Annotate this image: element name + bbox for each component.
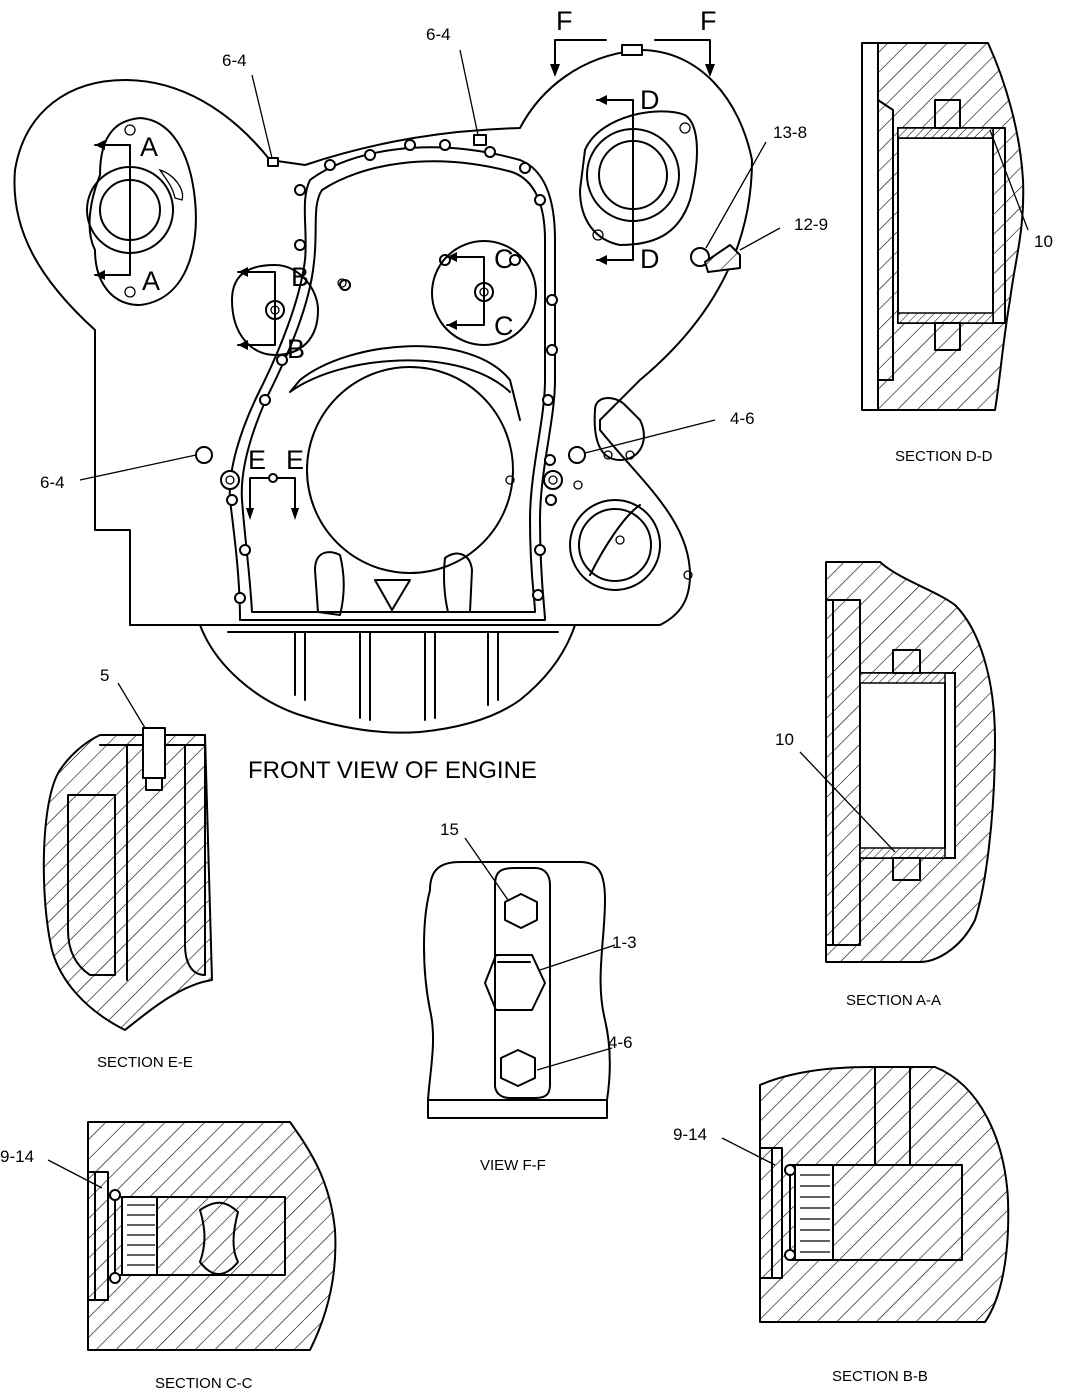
- front-right-pad: [593, 397, 645, 461]
- ff-bolt-4-6: [500, 1049, 536, 1087]
- front-crank-arc: [289, 345, 521, 421]
- section-letter-a1: A: [140, 132, 158, 162]
- front-crank-bore: [306, 366, 514, 574]
- front-right-dowel: [543, 470, 563, 490]
- section-letter-b1: B: [291, 262, 309, 292]
- section-letter-d1: D: [640, 85, 660, 115]
- front-bore-c: [431, 240, 537, 346]
- front-housing-outline: [13, 49, 753, 626]
- section-line-e: [246, 473, 299, 520]
- ff-callout-4-6: 4-6: [608, 1033, 633, 1052]
- bb-bore: [789, 1164, 963, 1261]
- section-letter-d2: D: [640, 244, 660, 274]
- section-letter-e2: E: [286, 445, 304, 475]
- front-recess-center: [374, 579, 411, 611]
- section-ee: 5 SECTION E-E: [42, 666, 213, 1071]
- cc-callout-9-14: 9-14: [0, 1147, 34, 1166]
- front-cover-gasket: [228, 146, 556, 621]
- front-pan-flange: [227, 624, 559, 633]
- section-dd-label: SECTION D-D: [895, 448, 993, 465]
- aa-bore: [859, 672, 956, 859]
- section-aa-label: SECTION A-A: [846, 992, 941, 1009]
- section-letter-c2: C: [494, 311, 514, 341]
- callout-6-4-top-left: 6-4: [222, 51, 247, 70]
- section-letter-f1: F: [556, 6, 573, 36]
- cc-bore: [114, 1196, 286, 1276]
- cc-housing: [87, 1121, 337, 1351]
- section-ee-label: SECTION E-E: [97, 1054, 193, 1071]
- callout-6-4-top-mid: 6-4: [426, 25, 451, 44]
- front-fitting-12-9: [704, 244, 741, 273]
- section-line-f: [550, 39, 715, 77]
- section-line-b: [237, 267, 276, 350]
- section-line-c: [446, 252, 485, 330]
- section-letter-a2: A: [142, 266, 160, 296]
- front-pan-ribs: [294, 631, 499, 721]
- view-ff: 15 1-3 4-6 VIEW F-F: [423, 820, 637, 1174]
- view-ff-label: VIEW F-F: [480, 1157, 546, 1174]
- section-letter-f2: F: [700, 6, 717, 36]
- front-left-dowel: [220, 470, 240, 490]
- front-bore-d-flange: [579, 110, 698, 246]
- section-dd: 10 SECTION D-D: [861, 42, 1053, 465]
- front-recess-left: [314, 551, 345, 616]
- section-bb: 9-14 SECTION B-B: [673, 1066, 1010, 1385]
- dd-bore: [897, 127, 994, 324]
- section-line-d: [596, 95, 634, 265]
- ee-callout-5: 5: [100, 666, 109, 685]
- front-round-pad: [569, 499, 661, 591]
- section-line-a: [94, 140, 131, 280]
- bb-plug-9-14: [794, 1164, 834, 1261]
- front-leaders: [79, 49, 781, 481]
- section-aa: 10 SECTION A-A: [775, 561, 996, 1009]
- front-recess-right: [443, 552, 473, 613]
- front-bolt-4-6: [568, 446, 586, 464]
- ff-body: [423, 861, 611, 1119]
- front-bore-a-flange: [88, 117, 197, 306]
- front-gasket-bolts: [234, 139, 558, 604]
- aa-callout-10: 10: [775, 730, 794, 749]
- callout-13-8: 13-8: [773, 123, 807, 142]
- callout-6-4-left: 6-4: [40, 473, 65, 492]
- ff-callout-15: 15: [440, 820, 459, 839]
- ff-bolt-15: [504, 893, 538, 929]
- front-bolt-6-4-left: [195, 446, 213, 464]
- section-cc-label: SECTION C-C: [155, 1375, 253, 1392]
- front-view-title: FRONT VIEW OF ENGINE: [248, 757, 537, 784]
- ff-callout-1-3: 1-3: [612, 933, 637, 952]
- dd-callout-10: 10: [1034, 232, 1053, 251]
- bb-callout-9-14: 9-14: [673, 1125, 707, 1144]
- section-cc: 9-14 SECTION C-C: [0, 1121, 337, 1392]
- callout-4-6-front: 4-6: [730, 409, 755, 428]
- callout-12-9: 12-9: [794, 215, 828, 234]
- front-cover-inner: [240, 160, 546, 613]
- section-letter-c1: C: [494, 244, 514, 274]
- section-bb-label: SECTION B-B: [832, 1368, 928, 1385]
- section-letter-e1: E: [248, 445, 266, 475]
- front-bore-b: [231, 264, 319, 356]
- front-oil-pan: [199, 624, 576, 734]
- cc-plug-9-14: [121, 1196, 158, 1276]
- ee-plug-5: [142, 727, 166, 779]
- front-view: A A B B C C D D E E F F 6-4 6-4 6-4 13-8…: [13, 6, 828, 784]
- ff-strap: [494, 867, 551, 1099]
- section-letter-b2: B: [287, 334, 305, 364]
